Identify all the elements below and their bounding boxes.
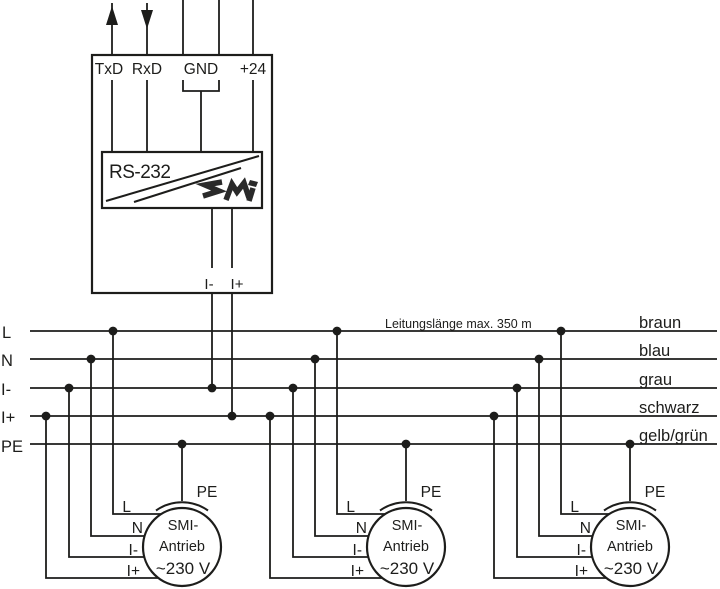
motor2-name-line1: SMI-	[392, 518, 423, 534]
motor3-pe-label: PE	[645, 484, 666, 501]
terminal-label-p24: +24	[240, 61, 267, 78]
junction-dot	[401, 439, 411, 449]
motor3-iplus-wire	[493, 416, 630, 579]
logo-i-glyph	[246, 187, 256, 202]
gnd-bracket	[182, 80, 220, 152]
junction-dot	[108, 326, 118, 336]
bus: L N I- I+ PE braun blau grau schwarz gel…	[1, 314, 717, 456]
motor3-name-line1: SMI-	[616, 518, 647, 534]
motor3-terminal-iplus: I+	[575, 563, 588, 580]
motor2-terminal-l: L	[346, 499, 355, 516]
bus-label-n: N	[1, 352, 13, 370]
motor1-terminal-l: L	[122, 499, 131, 516]
junction-dot	[265, 411, 275, 421]
module-diagonal-2	[133, 167, 242, 203]
motor2-pe-arc	[379, 501, 433, 512]
junction-dot	[332, 326, 342, 336]
motor-group-2: L N I- I+ PE SMI- Antrieb ~230 V	[265, 326, 447, 588]
junction-dot	[64, 383, 74, 393]
motor1-terminal-iplus: I+	[127, 563, 140, 580]
bus-label-l: L	[2, 324, 11, 342]
terminal-label-rxd: RxD	[132, 61, 162, 78]
module-diagonal-1	[105, 155, 260, 202]
motor3-terminal-l: L	[570, 499, 579, 516]
arrow-up-icon	[106, 6, 118, 25]
motor2-terminal-iplus: I+	[351, 563, 364, 580]
motor-group-3: L N I- I+ PE SMI- Antrieb ~230 V	[489, 326, 671, 588]
motor3-circle	[589, 506, 671, 588]
junction-dot	[288, 383, 298, 393]
motor1-terminal-iminus: I-	[129, 542, 138, 559]
motor3-terminal-n: N	[580, 520, 591, 537]
motor3-l-wire	[560, 331, 630, 515]
terminal-label-txd: TxD	[95, 61, 123, 78]
wire-color-grau: grau	[639, 371, 672, 389]
motor2-name-line2: Antrieb	[383, 539, 429, 555]
wire-color-braun: braun	[639, 314, 681, 332]
motor3-terminal-iminus: I-	[577, 542, 586, 559]
junction-dot	[489, 411, 499, 421]
bus-label-iplus: I+	[1, 409, 15, 427]
motor1-voltage: ~230 V	[156, 559, 211, 578]
junction-dot	[556, 326, 566, 336]
motor1-pe-arc	[155, 501, 209, 512]
junction-dot	[177, 439, 187, 449]
motor1-iplus-wire	[45, 416, 182, 579]
rs232-module-box	[100, 150, 264, 210]
junction-dot	[625, 439, 635, 449]
motor2-pe-label: PE	[421, 484, 442, 501]
motor3-name-line2: Antrieb	[607, 539, 653, 555]
junction-dot	[512, 383, 522, 393]
wire-color-gelbgruen: gelb/grün	[639, 427, 708, 445]
junction-dot	[534, 354, 544, 364]
junction-dot	[86, 354, 96, 364]
bus-label-pe: PE	[1, 438, 23, 456]
motor3-pe-arc	[603, 501, 657, 512]
motor2-l-wire	[336, 331, 406, 515]
motor3-voltage: ~230 V	[604, 559, 659, 578]
motor2-iplus-wire	[269, 416, 406, 579]
rs232-label: RS-232	[109, 162, 170, 183]
motor1-circle	[141, 506, 223, 588]
motor2-voltage: ~230 V	[380, 559, 435, 578]
wire-color-blau: blau	[639, 342, 670, 360]
motor1-pe-label: PE	[197, 484, 218, 501]
motor1-l-wire	[112, 331, 182, 515]
rs232-interface: TxD RxD GND +24 RS-232 I- I+	[90, 0, 274, 421]
logo-i-dot	[248, 180, 258, 187]
bus-label-iminus: I-	[1, 381, 11, 399]
junction-dot	[41, 411, 51, 421]
motor-group-1: L N I- I+ PE SMI- Antrieb ~230 V	[41, 326, 223, 588]
logo-s-glyph	[195, 179, 227, 199]
motor2-terminal-n: N	[356, 520, 367, 537]
output-label-iminus: I-	[204, 276, 213, 293]
cable-length-note: Leitungslänge max. 350 m	[385, 317, 532, 331]
motor2-terminal-iminus: I-	[353, 542, 362, 559]
terminal-label-gnd: GND	[184, 61, 218, 78]
logo-m-glyph	[223, 177, 252, 201]
motor1-name-line1: SMI-	[168, 518, 199, 534]
output-label-iplus: I+	[231, 276, 244, 293]
smi-logo	[195, 177, 258, 202]
motor2-circle	[365, 506, 447, 588]
wire-color-schwarz: schwarz	[639, 399, 700, 417]
arrow-down-icon	[141, 10, 153, 29]
junction-dot	[310, 354, 320, 364]
motor1-terminal-n: N	[132, 520, 143, 537]
motor1-name-line2: Antrieb	[159, 539, 205, 555]
